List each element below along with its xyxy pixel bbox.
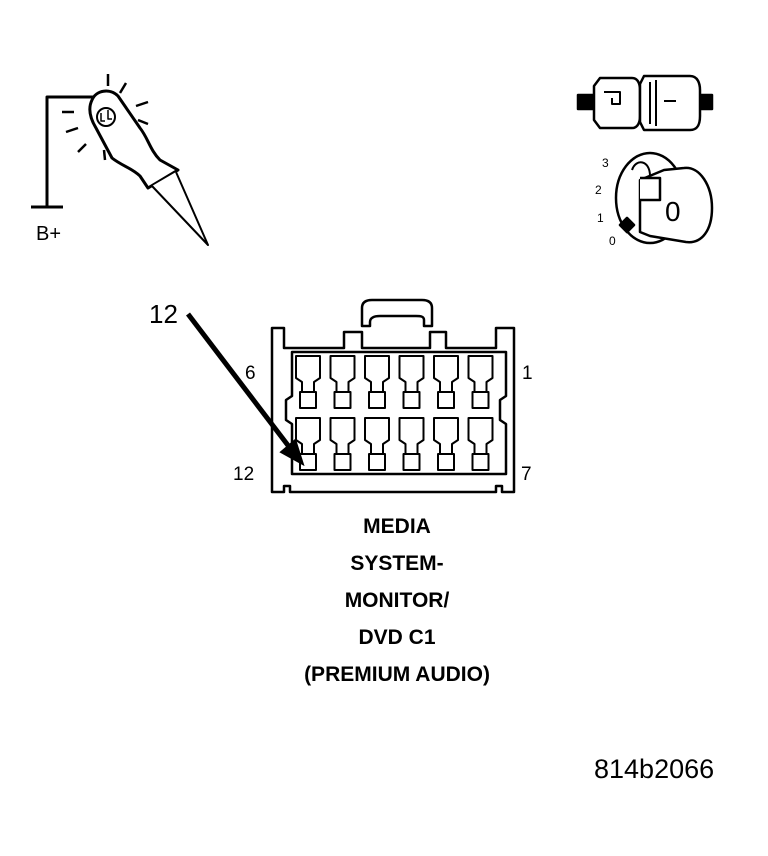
- connector-pin-terminal: [333, 453, 352, 471]
- probe-needle: [151, 171, 209, 246]
- caption-line-4: DVD C1: [358, 626, 436, 649]
- disconnect-connector-icon: [576, 74, 714, 132]
- caption-line-5: (PREMIUM AUDIO): [304, 663, 490, 686]
- connector-pin-terminal: [437, 453, 455, 471]
- pin-label-bottom-left: 12: [233, 464, 254, 485]
- caption-line-1: MEDIA: [363, 515, 431, 538]
- ignition-position-0: 0: [609, 234, 616, 248]
- light-rays: [62, 74, 149, 161]
- callout-arrow: [186, 312, 305, 467]
- connector-pin-terminal: [471, 453, 490, 471]
- connector-pin-terminal: [368, 453, 386, 471]
- ignition-position-2: 2: [595, 183, 602, 197]
- probe-label: B+: [36, 223, 61, 245]
- connector-pin-terminal: [402, 391, 421, 409]
- probe-bulb: [96, 107, 116, 127]
- probe-body: [88, 89, 180, 190]
- ignition-key-icon: [614, 151, 714, 245]
- connector-pin-terminal: [299, 391, 317, 409]
- ignition-position-1: 1: [597, 211, 604, 225]
- key-label: 0: [665, 196, 681, 227]
- pin-label-top-left: 6: [245, 363, 256, 384]
- connector-pin-terminal: [437, 391, 455, 409]
- callout-label: 12: [149, 299, 178, 329]
- pin-label-top-right: 1: [522, 363, 533, 384]
- caption-line-2: SYSTEM-: [350, 552, 444, 575]
- connector-latch: [360, 298, 434, 328]
- caption-line-3: MONITOR/: [344, 589, 450, 612]
- probe-wire: [45, 95, 98, 207]
- pin-label-bottom-right: 7: [521, 464, 532, 485]
- figure-id: 814b2066: [594, 754, 715, 784]
- connector-pin-terminal: [333, 391, 352, 409]
- ignition-position-3: 3: [602, 156, 609, 170]
- connector-pin-terminal: [402, 453, 421, 471]
- connector-face: [270, 298, 516, 494]
- connector-pin-terminal: [471, 391, 490, 409]
- connector-pin-terminal: [368, 391, 386, 409]
- test-light-probe: [31, 74, 209, 246]
